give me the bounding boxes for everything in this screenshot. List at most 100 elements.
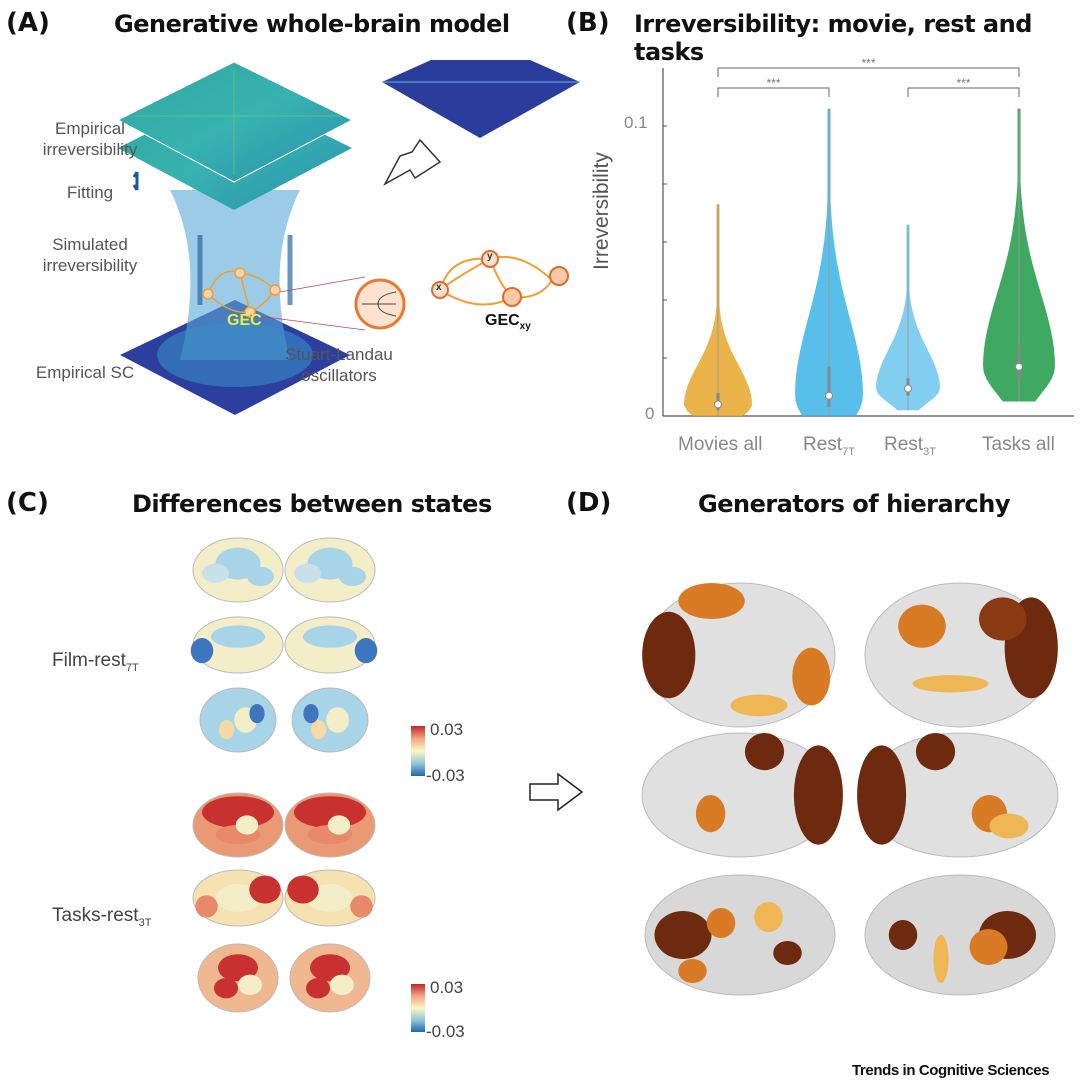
empirical-irreversibility-matrix	[116, 61, 354, 183]
tasks-flat-brain-1-region-0	[310, 954, 350, 982]
empirical-sc-label: Empirical SC	[35, 363, 135, 382]
significance-bracket-2	[717, 67, 1020, 77]
d-lateral-brain-left-region-2	[730, 694, 788, 717]
median-point-0	[714, 400, 722, 409]
category-label-movies: Movies all	[678, 434, 763, 455]
node-x-label: x	[436, 282, 442, 293]
violin-chart: *** *** ***	[662, 56, 1074, 417]
node-y-label: y	[487, 251, 493, 262]
cbar2-max: 0.03	[430, 978, 464, 997]
gecxy-sub: xy	[519, 321, 531, 333]
median-point-2	[904, 384, 912, 393]
tasks-lateral-brain-1-region-2	[327, 815, 351, 835]
d-lateral-brain-right-region-3	[912, 675, 989, 693]
d-flat-brain-left-region-1	[706, 908, 736, 938]
rest7t-main: Rest	[803, 434, 843, 455]
film-medial-brain-0-region-1	[190, 638, 214, 664]
panel-c-title: Differences between states	[132, 490, 492, 518]
simulated-irreversibility-label: Simulated irreversibility	[42, 235, 138, 275]
d-medial-brain-right-region-1	[915, 733, 956, 771]
right-arrow-icon	[383, 138, 442, 186]
d-flat-brain-left-region-3	[773, 941, 802, 965]
significance-label-2: ***	[861, 56, 875, 70]
rest3t-sub: 3T	[923, 445, 936, 458]
tasks-rest-main: Tasks-rest	[52, 905, 139, 926]
d-flat-brain-left-region-4	[678, 959, 707, 983]
film-rest-main: Film-rest	[52, 650, 126, 671]
cbar1-min: -0.03	[426, 766, 465, 785]
film-lateral-brain-1-region-1	[339, 566, 366, 586]
gecxy-network-icon	[431, 250, 569, 307]
ytick-label-zero: 0	[645, 404, 655, 423]
significance-label-1: ***	[956, 76, 970, 90]
panel-a-title: Generative whole-brain model	[114, 10, 510, 38]
panel-d-title: Generators of hierarchy	[698, 490, 1011, 518]
panel-b-title: Irreversibility: movie, rest and tasks	[634, 10, 1032, 66]
film-lateral-brain-0-region-1	[247, 566, 274, 586]
film-flat-brain-0-region-1	[219, 720, 235, 740]
cbar2-min: -0.03	[426, 1022, 465, 1041]
d-lateral-brain-left-region-3	[792, 647, 831, 706]
ytick-label-top: 0.1	[624, 113, 648, 132]
film-flat-brain-1-region-0	[326, 707, 349, 733]
tasks-medial-brain-0-region-1	[249, 875, 281, 904]
film-medial-brain-0-region-0	[211, 625, 265, 648]
median-point-3	[1015, 362, 1023, 371]
tasks-flat-brain-1-region-2	[330, 974, 354, 995]
fitting-label: Fitting	[66, 183, 114, 202]
d-flat-brain-right-region-1	[969, 929, 1008, 965]
film-rest-sub: 7T	[125, 661, 139, 674]
panel-a-letter: (A)	[6, 8, 50, 38]
colorbar-film-rest	[411, 726, 425, 776]
significance-label-0: ***	[766, 76, 780, 90]
median-point-1	[825, 391, 833, 400]
panel-a-diagram	[116, 60, 580, 415]
y-axis-label: Irreversibility	[590, 152, 613, 270]
cbar1-max: 0.03	[430, 720, 464, 739]
significance-bracket-0	[717, 87, 830, 97]
d-lateral-brain-right-region-1	[979, 597, 1027, 641]
tasks-flat-brain-0-region-2	[238, 974, 262, 995]
tasks-medial-brain-0-region-2	[195, 895, 218, 918]
gec-matrix	[382, 60, 580, 138]
d-flat-brain-right-region-3	[933, 935, 949, 983]
d-medial-brain-left-region-1	[744, 733, 785, 771]
empirical-irreversibility-label: Empirical irreversibility	[42, 119, 138, 159]
colorbar-tasks-rest	[411, 984, 425, 1032]
category-label-rest7t: Rest7T	[803, 434, 855, 458]
film-lateral-brain-1-region-2	[294, 563, 321, 583]
gec-network-icon	[202, 267, 281, 318]
journal-credit: Trends in Cognitive Sciences	[852, 1062, 1050, 1079]
film-flat-brain-1-region-1	[311, 720, 327, 740]
film-medial-brain-1-region-0	[303, 625, 357, 648]
d-medial-brain-left-region-0	[793, 745, 843, 845]
panel-c-letter: (C)	[6, 488, 49, 518]
tasks-medial-brain-1-region-0	[307, 884, 353, 912]
gec-label: GEC	[227, 312, 262, 329]
fitting-arrow-icon	[132, 171, 139, 191]
film-rest-label: Film-rest7T	[52, 650, 139, 674]
tasks-medial-brain-1-region-2	[350, 895, 373, 918]
film-flat-brain-1-region-2	[303, 704, 319, 724]
category-label-rest3t: Rest3T	[884, 434, 936, 458]
tasks-flat-brain-1-region-1	[306, 978, 330, 999]
tasks-medial-brain-0-region-0	[215, 884, 261, 912]
rest7t-sub: 7T	[842, 445, 855, 458]
d-flat-brain-right	[864, 874, 1056, 996]
panel-d-letter: (D)	[566, 488, 612, 518]
d-lateral-brain-right-region-2	[898, 604, 946, 648]
d-medial-brain-left-region-2	[695, 795, 726, 833]
tasks-rest-sub: 3T	[138, 916, 152, 929]
d-lateral-brain-left-region-1	[678, 583, 745, 619]
gecxy-main: GEC	[485, 312, 520, 329]
up-arrow-icon	[197, 235, 293, 305]
panel-c-brains	[190, 537, 378, 1013]
d-flat-brain-right-region-2	[888, 920, 918, 950]
d-lateral-brain-left-region-0	[642, 611, 696, 699]
d-medial-brain-right-region-3	[989, 813, 1029, 839]
film-medial-brain-1-region-1	[354, 638, 378, 664]
film-flat-brain-0-region-2	[249, 704, 265, 724]
category-label-tasks: Tasks all	[982, 434, 1055, 455]
rest3t-main: Rest	[884, 434, 924, 455]
gecxy-label: GECxy	[485, 312, 531, 332]
